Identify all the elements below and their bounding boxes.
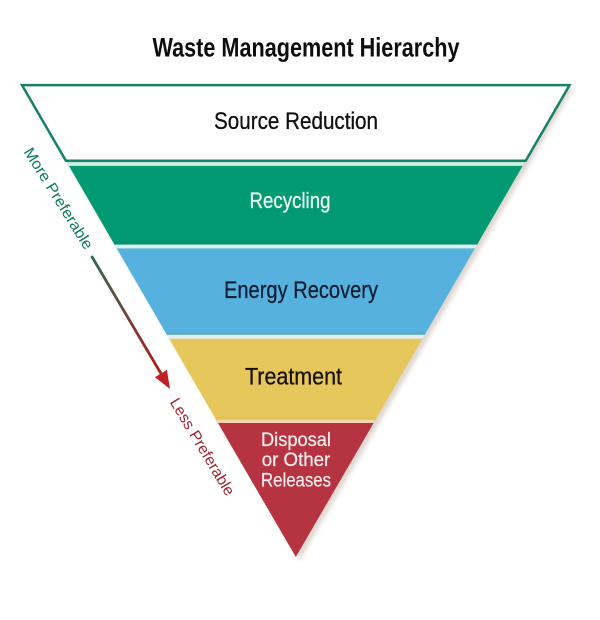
svg-text:Source Reduction: Source Reduction xyxy=(214,108,378,135)
svg-text:Disposal: Disposal xyxy=(261,430,331,451)
svg-text:or Other: or Other xyxy=(262,450,331,471)
svg-text:Recycling: Recycling xyxy=(250,188,331,213)
svg-text:Waste Management Hierarchy: Waste Management Hierarchy xyxy=(153,33,460,63)
svg-text:Releases: Releases xyxy=(261,470,331,491)
svg-text:Treatment: Treatment xyxy=(245,364,342,391)
svg-text:Energy Recovery: Energy Recovery xyxy=(224,277,378,304)
